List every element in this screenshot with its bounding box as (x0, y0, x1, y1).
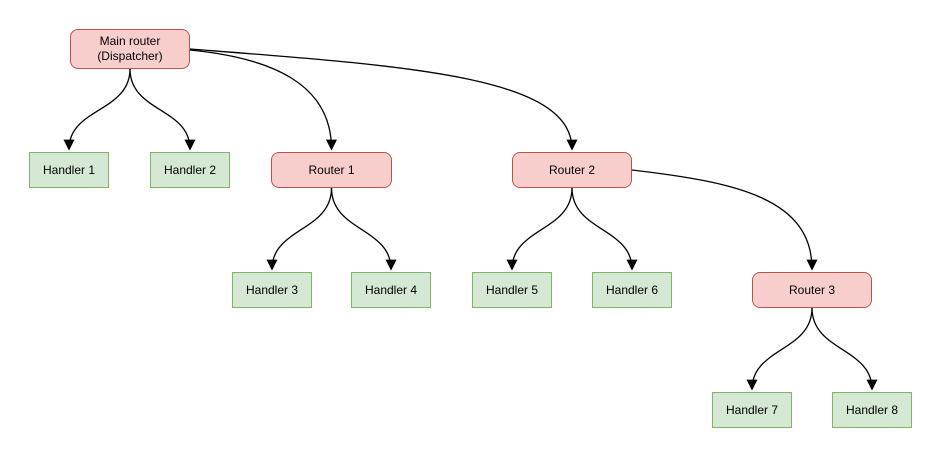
edge-router-3-to-handler-8 (811, 307, 878, 391)
node-handler-5: Handler 5 (472, 272, 552, 308)
node-handler-6: Handler 6 (592, 272, 672, 308)
node-router-2: Router 2 (512, 152, 632, 188)
edge-main-router-to-router-1 (189, 49, 337, 151)
node-handler-7: Handler 7 (712, 392, 792, 428)
node-handler-4: Handler 4 (351, 272, 431, 308)
edge-router-2-to-handler-6 (571, 187, 638, 271)
edge-router-2-to-handler-5 (506, 187, 573, 271)
edge-router-3-to-handler-7 (746, 307, 813, 391)
node-handler-2: Handler 2 (150, 152, 230, 188)
node-router-3: Router 3 (752, 272, 872, 308)
node-handler-8: Handler 8 (832, 392, 912, 428)
edge-main-router-to-router-2 (189, 48, 578, 151)
edge-main-router-to-handler-1 (63, 68, 131, 151)
node-main-router: Main router (Dispatcher) (70, 29, 190, 69)
node-handler-3: Handler 3 (232, 272, 312, 308)
edge-router-2-to-router-3 (631, 169, 818, 271)
edge-router-1-to-handler-4 (330, 187, 397, 271)
edge-main-router-to-handler-2 (129, 68, 196, 151)
edge-router-1-to-handler-3 (266, 187, 333, 271)
node-handler-1: Handler 1 (29, 152, 109, 188)
node-router-1: Router 1 (271, 152, 392, 188)
